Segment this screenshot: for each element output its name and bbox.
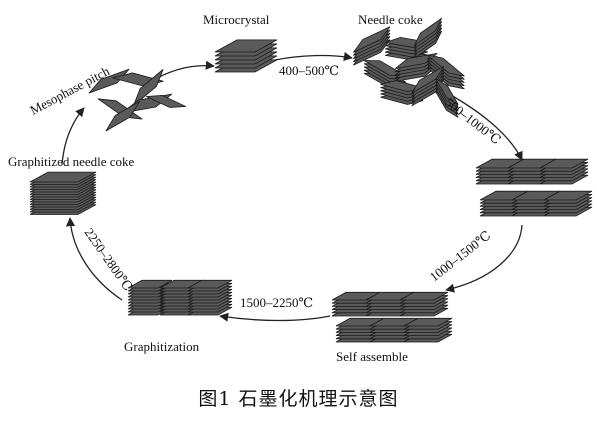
mesophase-plate	[88, 68, 130, 94]
needle-coke-plate	[353, 26, 391, 53]
temp-500-1000: 500–1000℃	[442, 95, 504, 148]
self-assemble-plates	[331, 291, 453, 343]
label-needle-coke: Needle coke	[358, 12, 423, 27]
arrow-microcrystal-to-needle	[274, 52, 353, 62]
graphitization-plate	[187, 279, 233, 289]
arrow-graphitized-to-mesophase	[61, 107, 85, 166]
needle-coke-plate	[411, 65, 445, 94]
needle-coke-plate	[413, 17, 443, 46]
mesophase-pitch-plates	[88, 68, 186, 132]
label-microcrystal: Microcrystal	[203, 12, 270, 27]
figure-caption: 图1 石墨化机理示意图	[198, 388, 399, 410]
carbonized-plate	[539, 158, 589, 169]
temp-1500-2250: 1500–2250℃	[240, 295, 313, 310]
microcrystal-plate	[214, 39, 278, 53]
label-graphitized-needle-coke: Graphitized needle coke	[8, 154, 135, 169]
carbonized-plate	[543, 190, 593, 201]
self-assemble-plate	[399, 291, 449, 301]
mesophase-plate	[105, 101, 140, 132]
needle-coke-plates	[353, 17, 465, 118]
graphitization-plate	[127, 279, 173, 289]
graphitization-plates	[127, 279, 233, 316]
arrow-graphitization-to-graphitized	[65, 217, 123, 301]
label-mesophase-pitch: Mesophase pitch	[27, 63, 112, 118]
temp-2250-2800: 2250–2800℃	[82, 225, 136, 293]
arrow-stack-to-selfassemble	[445, 224, 523, 293]
microcrystal-plates	[214, 39, 278, 73]
needle-coke-plate	[394, 52, 438, 69]
mesophase-plate	[133, 69, 164, 106]
arrow-selfassemble-to-graphitization	[219, 312, 331, 322]
carbonized-stack-plates	[475, 158, 593, 217]
temp-400-500: 400–500℃	[279, 63, 339, 78]
self-assemble-plate	[403, 317, 453, 327]
mesophase-plate	[146, 95, 186, 108]
needle-coke-plate	[427, 54, 465, 77]
label-graphitization: Graphitization	[124, 339, 200, 354]
graphitized-needle-coke-plates	[29, 171, 97, 215]
label-self-assemble: Self assemble	[336, 349, 408, 364]
graphitized-plate	[29, 171, 97, 183]
needle-coke-plate	[435, 78, 459, 105]
